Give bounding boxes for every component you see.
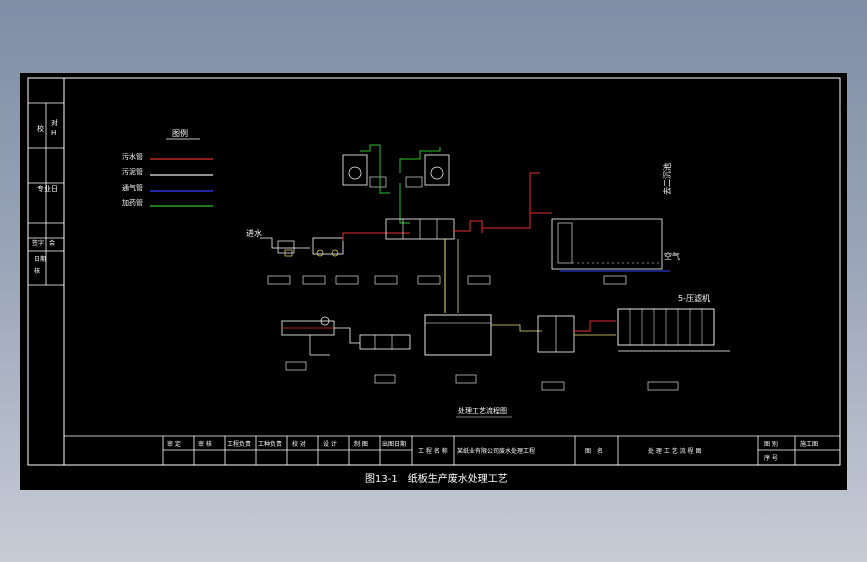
bar-screen-channel <box>260 237 310 257</box>
dosing-tank-2 <box>405 154 450 188</box>
sludge-pipe-2 <box>491 324 542 332</box>
sewage-pipe-3 <box>481 172 540 233</box>
side-cell: 对 <box>51 118 58 127</box>
legend-label-air: 通气管 <box>122 183 143 192</box>
tb-header: 审 核 <box>198 440 212 448</box>
legend-title: 图例 <box>172 128 188 138</box>
legend-label-sewage: 污水管 <box>122 152 143 161</box>
tb-header: 制 图 <box>354 440 368 448</box>
tb-header: 出图日期 <box>382 440 406 448</box>
regulating-tank <box>312 237 344 257</box>
side-cell: 核 <box>34 267 40 275</box>
side-cell: 日 <box>51 185 58 193</box>
sludge-storage-tank <box>359 334 411 350</box>
equipment-tags-row2 <box>285 361 679 391</box>
legend-label-sludge: 污泥管 <box>122 167 143 176</box>
drawing-frame <box>27 77 841 466</box>
aeration-tank <box>551 218 663 270</box>
sludge-thickener <box>281 316 335 356</box>
legend-label-dosing: 加药管 <box>122 198 143 207</box>
air-label: 空气 <box>664 251 680 261</box>
tb-drawing-name: 处 理 工 艺 流 程 图 <box>648 447 701 455</box>
legend: 图例 污水管 污泥管 通气管 加药管 <box>122 128 213 207</box>
sludge-concentration-tank <box>424 314 492 356</box>
tb-header: 工种负责 <box>258 440 282 448</box>
drawing-subtitle: 处理工艺流程图 <box>458 406 507 415</box>
tb-header: 工程负责 <box>227 440 251 448</box>
tb-header: 校 对 <box>292 440 306 448</box>
conditioning-tank <box>537 315 575 353</box>
dosing-pipe-1 <box>360 144 390 194</box>
side-cell: 专业 <box>37 184 51 193</box>
tb-project-label: 工 程 名 称 <box>418 447 448 455</box>
tb-header: 设 计 <box>323 440 337 448</box>
sewage-pipe-4 <box>529 173 552 214</box>
sewage-pipe-2 <box>454 220 483 233</box>
tb-header: 审 定 <box>167 440 181 448</box>
sludge-pipe-1 <box>334 327 360 344</box>
tb-category-value: 施工图 <box>800 440 818 448</box>
process-flow-diagram: 校 对 H 专业 日 签字 会 日期 核 图例 污水管 污泥管 通气管 加药管 … <box>27 77 841 485</box>
reaction-tank <box>385 218 455 240</box>
tb-drawing-label: 图 名 <box>585 447 603 455</box>
sewage-pipe-5 <box>574 320 616 332</box>
tb-number-label: 序 号 <box>764 454 778 462</box>
side-cell: 校 <box>37 124 44 133</box>
side-cell: H <box>51 129 56 137</box>
dosing-tank-1 <box>342 154 387 188</box>
filter-press-label: 5-压滤机 <box>678 293 710 303</box>
to-secondary-label: 去二沉池 <box>662 163 672 195</box>
inlet-label: 进水 <box>246 228 262 238</box>
filter-press <box>617 308 730 352</box>
side-cell: 会 <box>49 239 55 247</box>
side-cell: 签字 <box>32 239 44 247</box>
tb-category-label: 图 别 <box>764 440 778 448</box>
equipment-tags-row1 <box>267 275 627 285</box>
figure-caption: 图13-1 纸板生产废水处理工艺 <box>365 472 508 485</box>
cad-drawing-canvas: 校 对 H 专业 日 签字 会 日期 核 图例 污水管 污泥管 通气管 加药管 … <box>20 73 847 490</box>
tb-project-name: 某纸业有限公司废水处理工程 <box>457 447 535 455</box>
sewage-pipe-main <box>342 232 410 241</box>
title-block-grid <box>64 435 840 465</box>
dosing-pipe-3 <box>399 183 410 224</box>
side-table <box>28 102 64 286</box>
side-cell: 日期 <box>34 255 46 263</box>
dosing-pipe-2 <box>399 147 441 173</box>
